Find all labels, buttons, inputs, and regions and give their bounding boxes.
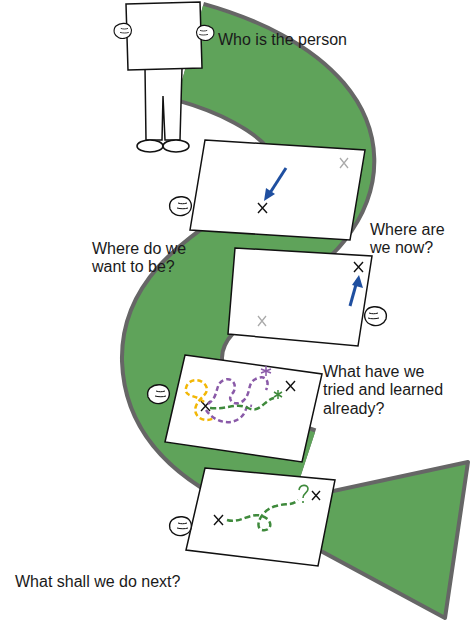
map-sheet: [165, 355, 322, 462]
map-mark: [214, 515, 223, 525]
tried-path-yellow: [186, 380, 214, 420]
map-mark: [286, 381, 295, 391]
map-mark-faint: [258, 316, 266, 326]
hand: [365, 307, 387, 326]
paper: [126, 2, 202, 70]
map-mark-faint: [340, 158, 348, 168]
question-label: What shall we do next?: [15, 573, 215, 591]
person-shoe: [137, 140, 163, 152]
map-mark: [258, 203, 267, 213]
question-label: Where are we now?: [370, 221, 460, 258]
person-legs: [145, 68, 182, 140]
blue-arrowhead: [352, 275, 363, 288]
asterisk-purple: [261, 366, 271, 376]
map-mark: [354, 262, 363, 272]
map-sheet: [190, 140, 365, 240]
question-label: Where do we want to be?: [92, 240, 207, 277]
hand: [170, 517, 192, 536]
map-sheet: [228, 248, 372, 346]
person-shoe: [163, 140, 189, 152]
map-sheet: [186, 468, 335, 566]
blue-arrowhead: [264, 188, 275, 201]
hand: [148, 385, 170, 404]
tried-path-purple: [208, 377, 268, 404]
next-path: [227, 500, 298, 530]
person: [114, 2, 214, 152]
hand: [114, 23, 131, 38]
map-mark: [312, 491, 320, 500]
map-now: [170, 140, 365, 240]
hand: [170, 197, 192, 216]
asterisk-green: [274, 390, 282, 399]
tried-path-green: [210, 398, 274, 409]
hand: [197, 25, 214, 40]
question-label: Who is the person: [218, 31, 378, 49]
question-label: What have we tried and learned already?: [323, 363, 453, 418]
map-next: [170, 468, 335, 566]
map-tried: [148, 355, 322, 462]
map-goal: [228, 248, 386, 346]
question-mark: [299, 485, 308, 503]
